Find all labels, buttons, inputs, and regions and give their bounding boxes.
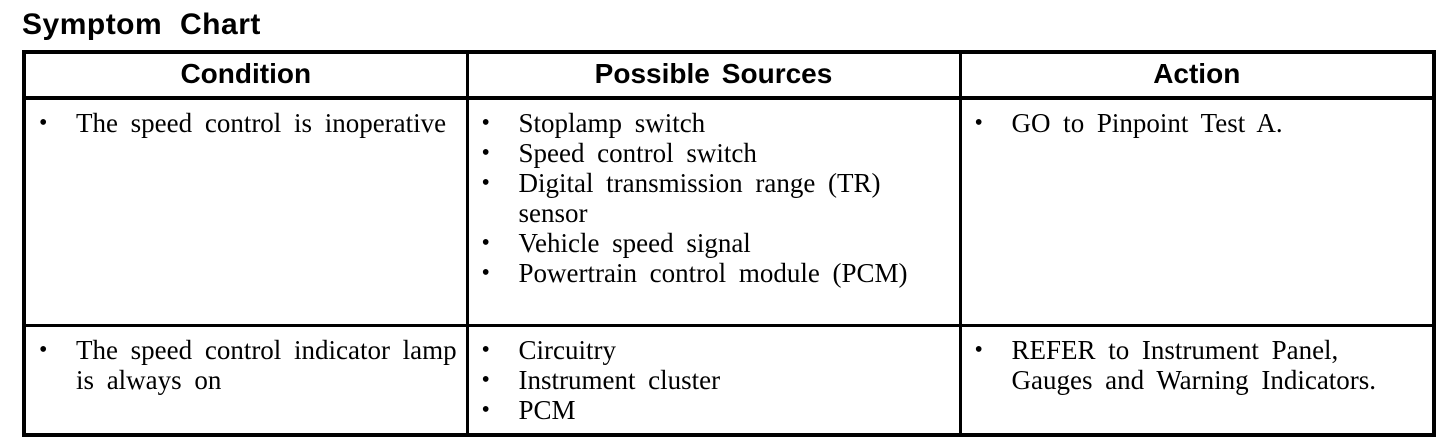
bullet-icon: • [481,230,490,256]
list-item: • Digital transmission range (TR) sensor [469,168,953,228]
list-item-text: Vehicle speed signal [518,228,751,258]
bullet-icon: • [481,170,490,196]
list-item: • Speed control switch [469,138,953,168]
list-item-text: The speed control is inoperative [76,108,447,138]
list-item-text: Digital transmission range (TR) sensor [518,168,881,228]
list-item: • Vehicle speed signal [469,228,953,258]
list-item: • Stoplamp switch [469,108,953,138]
list-item: • REFER to Instrument Panel, Gauges and … [962,335,1427,395]
action-list: • REFER to Instrument Panel, Gauges and … [962,335,1427,395]
header-row: Condition Possible Sources Action [22,50,1436,100]
possible-sources-list: • Circuitry • Instrument cluster • PCM [469,335,953,425]
column-header-condition: Condition [22,50,469,100]
list-item: • Circuitry [469,335,953,365]
page-title: Symptom Chart [22,8,261,41]
bullet-icon: • [481,337,490,363]
condition-cell: • The speed control indicator lamp is al… [22,324,469,437]
bullet-icon: • [974,110,983,136]
list-item-text: Instrument cluster [518,365,721,395]
bullet-icon: • [974,337,983,363]
condition-list: • The speed control indicator lamp is al… [26,335,460,395]
condition-cell: • The speed control is inoperative [22,96,469,327]
possible-sources-list: • Stoplamp switch • Speed control switch… [469,108,953,288]
list-item-text: Powertrain control module (PCM) [518,258,908,288]
possible-sources-cell: • Stoplamp switch • Speed control switch… [465,96,962,327]
list-item-text: Circuitry [518,335,616,365]
list-item: • GO to Pinpoint Test A. [962,108,1427,138]
action-list: • GO to Pinpoint Test A. [962,108,1427,138]
list-item: • Powertrain control module (PCM) [469,258,953,288]
list-item-text: Stoplamp switch [518,108,706,138]
bullet-icon: • [481,367,490,393]
list-item: • The speed control indicator lamp is al… [26,335,460,395]
list-item-text: Speed control switch [518,138,757,168]
condition-list: • The speed control is inoperative [26,108,460,138]
table-row: • The speed control is inoperative • Sto… [22,96,1436,327]
action-cell: • GO to Pinpoint Test A. [958,96,1436,327]
list-item-text: GO to Pinpoint Test A. [1011,108,1283,138]
list-item-text: The speed control indicator lamp is alwa… [76,335,457,395]
list-item-text: REFER to Instrument Panel, Gauges and Wa… [1011,335,1377,395]
bullet-icon: • [39,110,48,136]
bullet-icon: • [481,140,490,166]
column-header-action: Action [958,50,1436,100]
bullet-icon: • [39,337,48,363]
list-item: • Instrument cluster [469,365,953,395]
bullet-icon: • [481,260,490,286]
list-item-text: PCM [518,395,576,425]
action-cell: • REFER to Instrument Panel, Gauges and … [958,324,1436,437]
table-row: • The speed control indicator lamp is al… [22,324,1436,437]
bullet-icon: • [481,110,490,136]
list-item: • The speed control is inoperative [26,108,460,138]
possible-sources-cell: • Circuitry • Instrument cluster • PCM [465,324,962,437]
symptom-chart-table: Condition Possible Sources Action • The … [22,50,1436,437]
list-item: • PCM [469,395,953,425]
column-header-possible-sources: Possible Sources [465,50,962,100]
bullet-icon: • [481,397,490,423]
